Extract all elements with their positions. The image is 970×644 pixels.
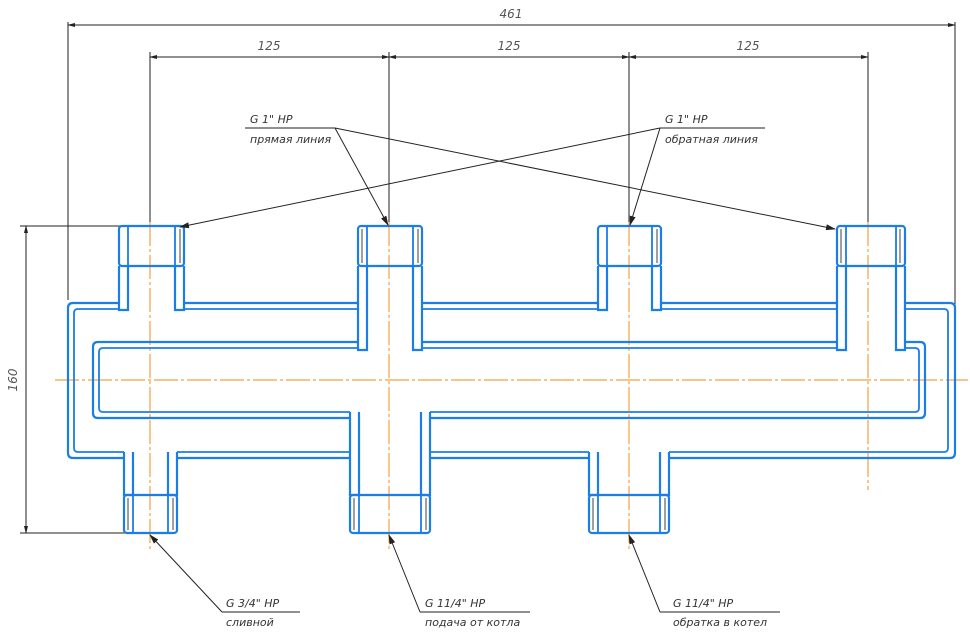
- manifold-body: [66, 301, 957, 460]
- callout-boiler-supply-thread: G 11/4" HP: [425, 597, 486, 610]
- dimension-overall-label: 461: [500, 7, 523, 21]
- top-port-3: [596, 224, 663, 312]
- centerlines: [55, 222, 968, 552]
- callout-drain-name: сливной: [226, 616, 274, 629]
- top-port-2: [356, 224, 424, 352]
- bottom-port-drain: [122, 452, 179, 535]
- dimension-spacing: 125 125 125: [149, 39, 869, 228]
- callout-boiler-return: G 11/4" HP обратка в котел: [628, 534, 780, 629]
- dimension-spacing-1-label: 125: [258, 39, 281, 53]
- dimension-spacing-2-label: 125: [498, 39, 521, 53]
- callout-drain-thread: G 3/4" HP: [226, 597, 280, 610]
- callout-drain: G 3/4" HP сливной: [149, 534, 300, 629]
- callout-supply-line: G 1" HP прямая линия: [245, 113, 836, 231]
- bottom-port-boiler-return: [587, 452, 671, 535]
- callout-boiler-return-name: обратка в котел: [673, 616, 767, 629]
- callout-return-thread: G 1" HP: [665, 113, 708, 126]
- dimension-height-label: 160: [6, 368, 20, 391]
- callout-supply-thread: G 1" HP: [250, 113, 293, 126]
- callout-return-line: G 1" HP обратная линия: [179, 113, 765, 229]
- callout-boiler-supply-name: подача от котла: [425, 616, 520, 629]
- callout-boiler-return-thread: G 11/4" HP: [673, 597, 734, 610]
- dimension-overall: 461: [67, 7, 956, 340]
- dimension-spacing-3-label: 125: [737, 39, 760, 53]
- callout-boiler-supply: G 11/4" HP подача от котла: [388, 534, 530, 629]
- bottom-port-boiler-supply: [348, 412, 432, 535]
- top-port-1: [117, 224, 186, 312]
- top-port-4: [835, 224, 907, 352]
- callout-return-name: обратная линия: [665, 133, 758, 146]
- callout-supply-name: прямая линия: [250, 133, 331, 146]
